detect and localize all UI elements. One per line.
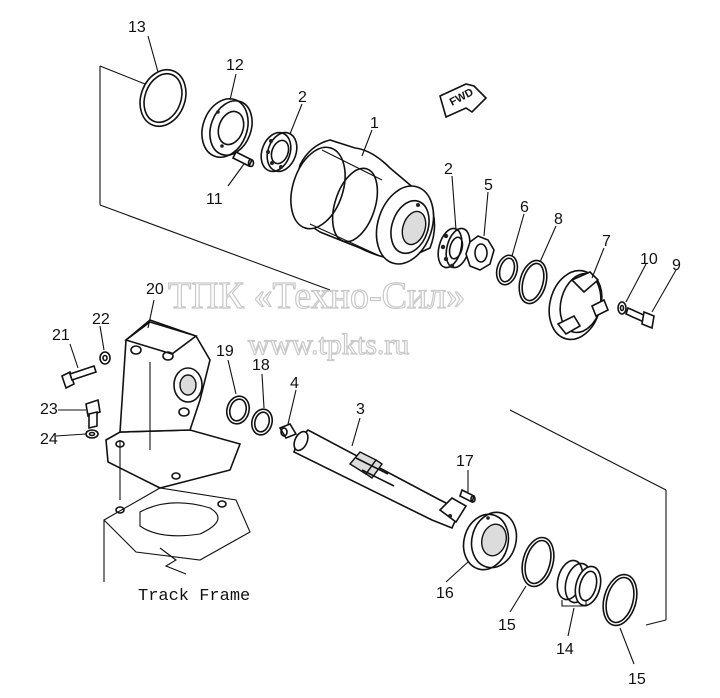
- part-12-collar: [201, 98, 253, 158]
- forward-direction-tag: FWD: [439, 83, 488, 119]
- callout-10: 10: [640, 251, 658, 268]
- track-frame: [103, 487, 251, 582]
- track-frame-caption: Track Frame: [138, 587, 250, 606]
- leader-lines: [55, 35, 677, 665]
- watermark: ТПК «Техно-Сил» www.tpkts.ru: [167, 274, 465, 361]
- callout-9: 9: [672, 257, 681, 274]
- part-13-o-ring: [139, 68, 187, 128]
- watermark-url: www.tpkts.ru: [248, 328, 409, 361]
- callout-24: 24: [40, 431, 58, 448]
- part-21-bolt: [61, 364, 98, 390]
- part-1-track-roller: [290, 139, 436, 265]
- part-14-floating-seal: [556, 559, 602, 607]
- part-9-bolt: [625, 306, 655, 330]
- callout-18: 18: [252, 357, 270, 374]
- part-7-cover: [548, 269, 610, 341]
- callout-2-lower: 2: [444, 161, 453, 178]
- callout-7: 7: [602, 233, 611, 250]
- part-22-washer: [99, 351, 111, 365]
- callout-6: 6: [520, 199, 529, 216]
- callout-2-upper: 2: [298, 89, 307, 106]
- part-18-o-ring: [250, 408, 274, 436]
- callout-19: 19: [216, 343, 234, 360]
- part-2-bearing-upper: [260, 131, 298, 173]
- callout-12: 12: [226, 57, 244, 74]
- part-17-pin: [459, 488, 476, 504]
- callout-16: 16: [436, 585, 454, 602]
- part-6-ring: [495, 254, 519, 286]
- part-10-washer: [617, 301, 627, 315]
- lower-group-frame: [509, 409, 667, 626]
- callout-21: 21: [52, 327, 70, 344]
- upper-group-frame: [99, 65, 331, 291]
- part-11-pin: [231, 150, 255, 168]
- watermark-company: ТПК «Техно-Сил»: [168, 275, 465, 317]
- part-2-bearing-lower: [437, 227, 471, 269]
- part-23-bolt: [85, 398, 101, 430]
- part-15-o-ring-b: [602, 573, 638, 627]
- callout-17: 17: [456, 453, 474, 470]
- part-15-o-ring-a: [521, 536, 555, 588]
- callout-8: 8: [554, 211, 563, 228]
- part-16-collar: [462, 511, 518, 571]
- callout-1: 1: [370, 115, 379, 132]
- part-4-plug: [278, 423, 298, 439]
- callout-3: 3: [356, 401, 365, 418]
- callout-15-b: 15: [628, 671, 646, 688]
- part-8-o-ring: [518, 259, 548, 305]
- callout-15-a: 15: [498, 617, 516, 634]
- callout-20: 20: [146, 281, 164, 298]
- part-19-ring: [225, 395, 251, 425]
- part-5-nut: [465, 235, 495, 271]
- callout-4: 4: [290, 375, 299, 392]
- callout-numbers: 13 12 2 11 1 2 5 6 8 7 10 9 20 21 22 23 …: [40, 19, 681, 688]
- part-20-bracket: [105, 319, 242, 500]
- part-24-washer: [85, 429, 99, 439]
- callout-14: 14: [556, 641, 574, 658]
- callout-22: 22: [92, 311, 110, 328]
- callout-23: 23: [40, 401, 58, 418]
- callout-11: 11: [206, 191, 223, 208]
- callout-13: 13: [128, 19, 146, 36]
- part-3-shaft: [293, 429, 468, 530]
- callout-5: 5: [484, 177, 493, 194]
